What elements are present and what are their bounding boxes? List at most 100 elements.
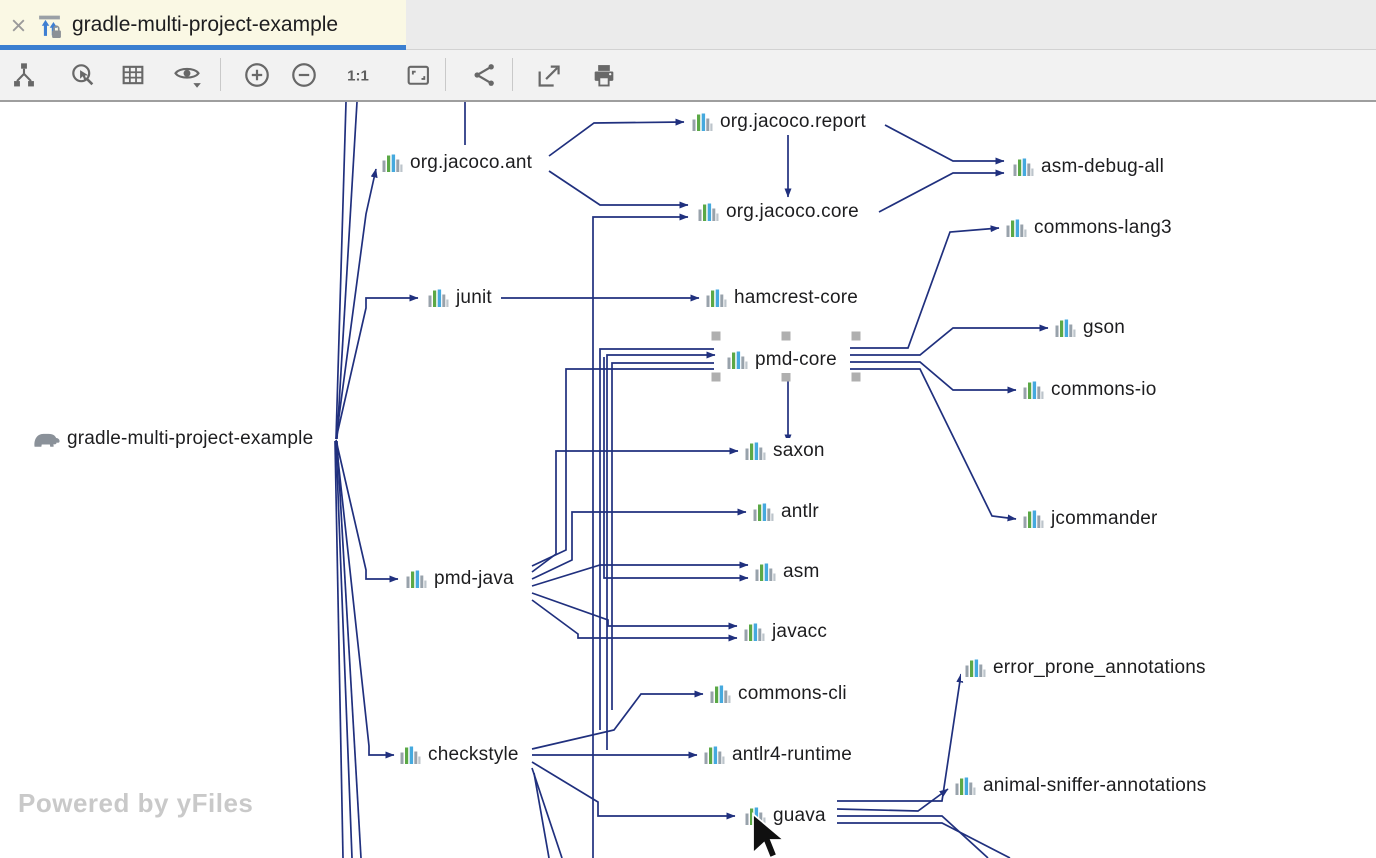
node-label: pmd-core: [755, 349, 837, 370]
dependency-edge[interactable]: [531, 561, 749, 587]
graph-node-checkstyle[interactable]: checkstyle: [396, 742, 523, 768]
library-icon: [745, 807, 766, 825]
selection-handle[interactable]: [781, 372, 791, 382]
graph-node-guava[interactable]: guava: [741, 803, 830, 829]
dependency-edge[interactable]: [850, 225, 1000, 349]
dependency-edge[interactable]: [334, 440, 344, 858]
tab-title: gradle-multi-project-example: [72, 13, 339, 36]
graph-node-asm[interactable]: asm: [751, 559, 824, 585]
dependency-edge[interactable]: [878, 169, 1005, 213]
zoom-out-button[interactable]: [284, 55, 324, 95]
node-label: commons-io: [1051, 379, 1157, 400]
close-icon[interactable]: [10, 17, 27, 34]
dependency-edge[interactable]: [531, 508, 747, 580]
dependency-edge[interactable]: [884, 124, 1005, 165]
zoom-in-button[interactable]: [237, 55, 277, 95]
dependency-edge[interactable]: [531, 592, 738, 630]
show-paths-button[interactable]: [463, 55, 503, 95]
dependency-edge[interactable]: [599, 348, 714, 730]
graph-node-antlr4-runtime[interactable]: antlr4-runtime: [700, 742, 857, 768]
dependency-edge[interactable]: [533, 772, 550, 858]
graph-node-commons-lang3[interactable]: commons-lang3: [1002, 215, 1176, 241]
graph-node-error_prone_annotations[interactable]: error_prone_annotations: [961, 655, 1210, 681]
dependency-edge[interactable]: [850, 324, 1049, 356]
visibility-options-button[interactable]: [167, 55, 207, 95]
dependency-edge[interactable]: [606, 351, 716, 750]
selection-handle[interactable]: [781, 331, 791, 341]
actual-size-button[interactable]: 1:1: [338, 55, 378, 95]
library-icon: [698, 203, 719, 221]
dependency-edge[interactable]: [335, 439, 399, 583]
graph-node-pmd-java[interactable]: pmd-java: [402, 566, 518, 592]
gradle-icon: [32, 430, 60, 448]
node-label: antlr: [781, 501, 819, 522]
fit-content-button[interactable]: [398, 55, 438, 95]
dependency-edge[interactable]: [603, 357, 749, 582]
dependency-edge[interactable]: [531, 767, 563, 858]
dependency-edge[interactable]: [837, 822, 1011, 858]
dependency-edge[interactable]: [611, 362, 714, 710]
tab-gradle-multi-project-example[interactable]: gradle-multi-project-example: [0, 0, 406, 50]
dependency-edge[interactable]: [548, 118, 685, 157]
grid-button[interactable]: [113, 55, 153, 95]
dependency-edge[interactable]: [335, 440, 353, 858]
graph-node-jcommander[interactable]: jcommander: [1019, 506, 1162, 532]
dependency-edge[interactable]: [531, 368, 714, 567]
library-icon: [753, 503, 774, 521]
graph-node-junit[interactable]: junit: [424, 285, 496, 311]
graph-node-pmd-core[interactable]: pmd-core: [723, 347, 841, 373]
dependency-edge[interactable]: [531, 447, 739, 573]
dependency-edge[interactable]: [335, 294, 419, 440]
graph-node-hamcrest-core[interactable]: hamcrest-core: [702, 285, 863, 311]
node-label: asm: [783, 561, 820, 582]
dependency-edge[interactable]: [335, 440, 395, 759]
graph-node-antlr[interactable]: antlr: [749, 499, 823, 525]
dependency-edge[interactable]: [335, 102, 347, 440]
dependency-edge[interactable]: [837, 815, 989, 858]
diagram-canvas[interactable]: Powered by yFiles gradle-multi-project-e…: [0, 102, 1376, 858]
graph-node-asm-debug-all[interactable]: asm-debug-all: [1009, 154, 1168, 180]
dependency-edge[interactable]: [850, 361, 1017, 394]
graph-node-org-jacoco-ant[interactable]: org.jacoco.ant: [378, 150, 537, 176]
dependency-edge[interactable]: [336, 440, 362, 858]
library-icon: [1006, 219, 1027, 237]
edge-layer: [334, 102, 1049, 858]
graph-node-animal-sniffer-annotations[interactable]: animal-sniffer-annotations: [951, 773, 1211, 799]
selection-handle[interactable]: [711, 331, 721, 341]
dependency-edge[interactable]: [837, 673, 964, 802]
node-label: org.jacoco.core: [726, 201, 859, 222]
selection-handle[interactable]: [851, 331, 861, 341]
dependency-edge[interactable]: [531, 599, 738, 642]
graph-node-gradle-multi-project-example[interactable]: gradle-multi-project-example: [28, 426, 318, 452]
node-label: org.jacoco.report: [720, 111, 866, 132]
graph-node-commons-io[interactable]: commons-io: [1019, 377, 1161, 403]
dependency-edge[interactable]: [531, 761, 736, 820]
graph-node-saxon[interactable]: saxon: [741, 438, 829, 464]
graph-node-gson[interactable]: gson: [1051, 315, 1130, 341]
library-icon: [406, 570, 427, 588]
dependency-edge[interactable]: [531, 690, 704, 750]
node-label: animal-sniffer-annotations: [983, 775, 1207, 796]
dependency-edge[interactable]: [836, 788, 949, 812]
apply-layout-button[interactable]: [4, 55, 44, 95]
dependency-edge[interactable]: [336, 102, 358, 440]
node-label: commons-lang3: [1034, 217, 1172, 238]
library-icon: [1013, 158, 1034, 176]
selection-handle[interactable]: [711, 372, 721, 382]
export-image-button[interactable]: [529, 55, 569, 95]
library-icon: [727, 351, 748, 369]
graph-node-org-jacoco-report[interactable]: org.jacoco.report: [688, 109, 870, 135]
selection-handle[interactable]: [851, 372, 861, 382]
graph-node-org-jacoco-core[interactable]: org.jacoco.core: [694, 199, 863, 225]
dependency-edge[interactable]: [850, 368, 1017, 522]
dependency-edge[interactable]: [592, 213, 689, 858]
node-label: error_prone_annotations: [993, 657, 1206, 678]
dependency-edge[interactable]: [548, 170, 689, 209]
zoom-to-selection-button[interactable]: [63, 55, 103, 95]
library-icon: [955, 777, 976, 795]
graph-node-commons-cli[interactable]: commons-cli: [706, 681, 851, 707]
dependency-edge[interactable]: [335, 168, 378, 440]
print-button[interactable]: [584, 55, 624, 95]
graph-node-javacc[interactable]: javacc: [740, 619, 832, 645]
